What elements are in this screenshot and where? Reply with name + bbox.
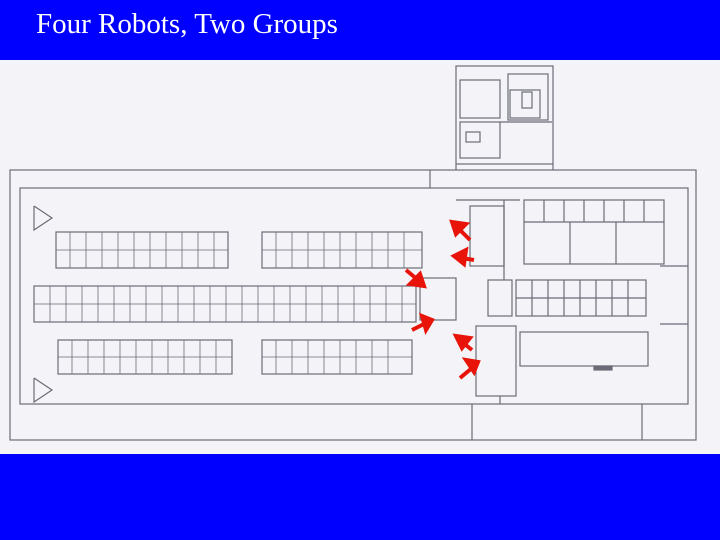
annex-room <box>459 79 501 119</box>
annex-room <box>507 73 549 121</box>
corner-marker <box>33 205 54 232</box>
robot-arrow-head <box>450 246 469 268</box>
robot-arrow-head <box>452 333 474 352</box>
room <box>419 277 457 321</box>
room <box>469 205 505 267</box>
annex-room <box>459 121 501 159</box>
room <box>475 325 517 397</box>
robot-arrow-head <box>418 312 435 335</box>
title-bar: Four Robots, Two Groups <box>0 0 720 60</box>
room <box>519 331 649 367</box>
annex-fixture <box>465 131 481 143</box>
annex-fixture <box>521 91 533 109</box>
room <box>487 279 513 317</box>
robot-arrow <box>411 322 425 332</box>
robot-arrow <box>458 366 474 380</box>
robot-arrow-head <box>405 270 427 289</box>
floor-plan-image <box>0 60 720 454</box>
corner-marker <box>33 377 54 404</box>
building-inner <box>19 187 689 405</box>
door-marker <box>593 365 613 371</box>
slide-title: Four Robots, Two Groups <box>36 8 338 40</box>
annex-outline <box>455 65 554 165</box>
robot-arrow-head <box>449 219 471 238</box>
building-outline <box>9 169 697 441</box>
robot-arrow-head <box>461 357 481 377</box>
bottom-band <box>0 454 720 540</box>
floor-plan-drawing <box>9 65 697 441</box>
robot-arrows <box>404 219 481 380</box>
annex-room <box>509 89 541 119</box>
office-block <box>523 199 665 265</box>
